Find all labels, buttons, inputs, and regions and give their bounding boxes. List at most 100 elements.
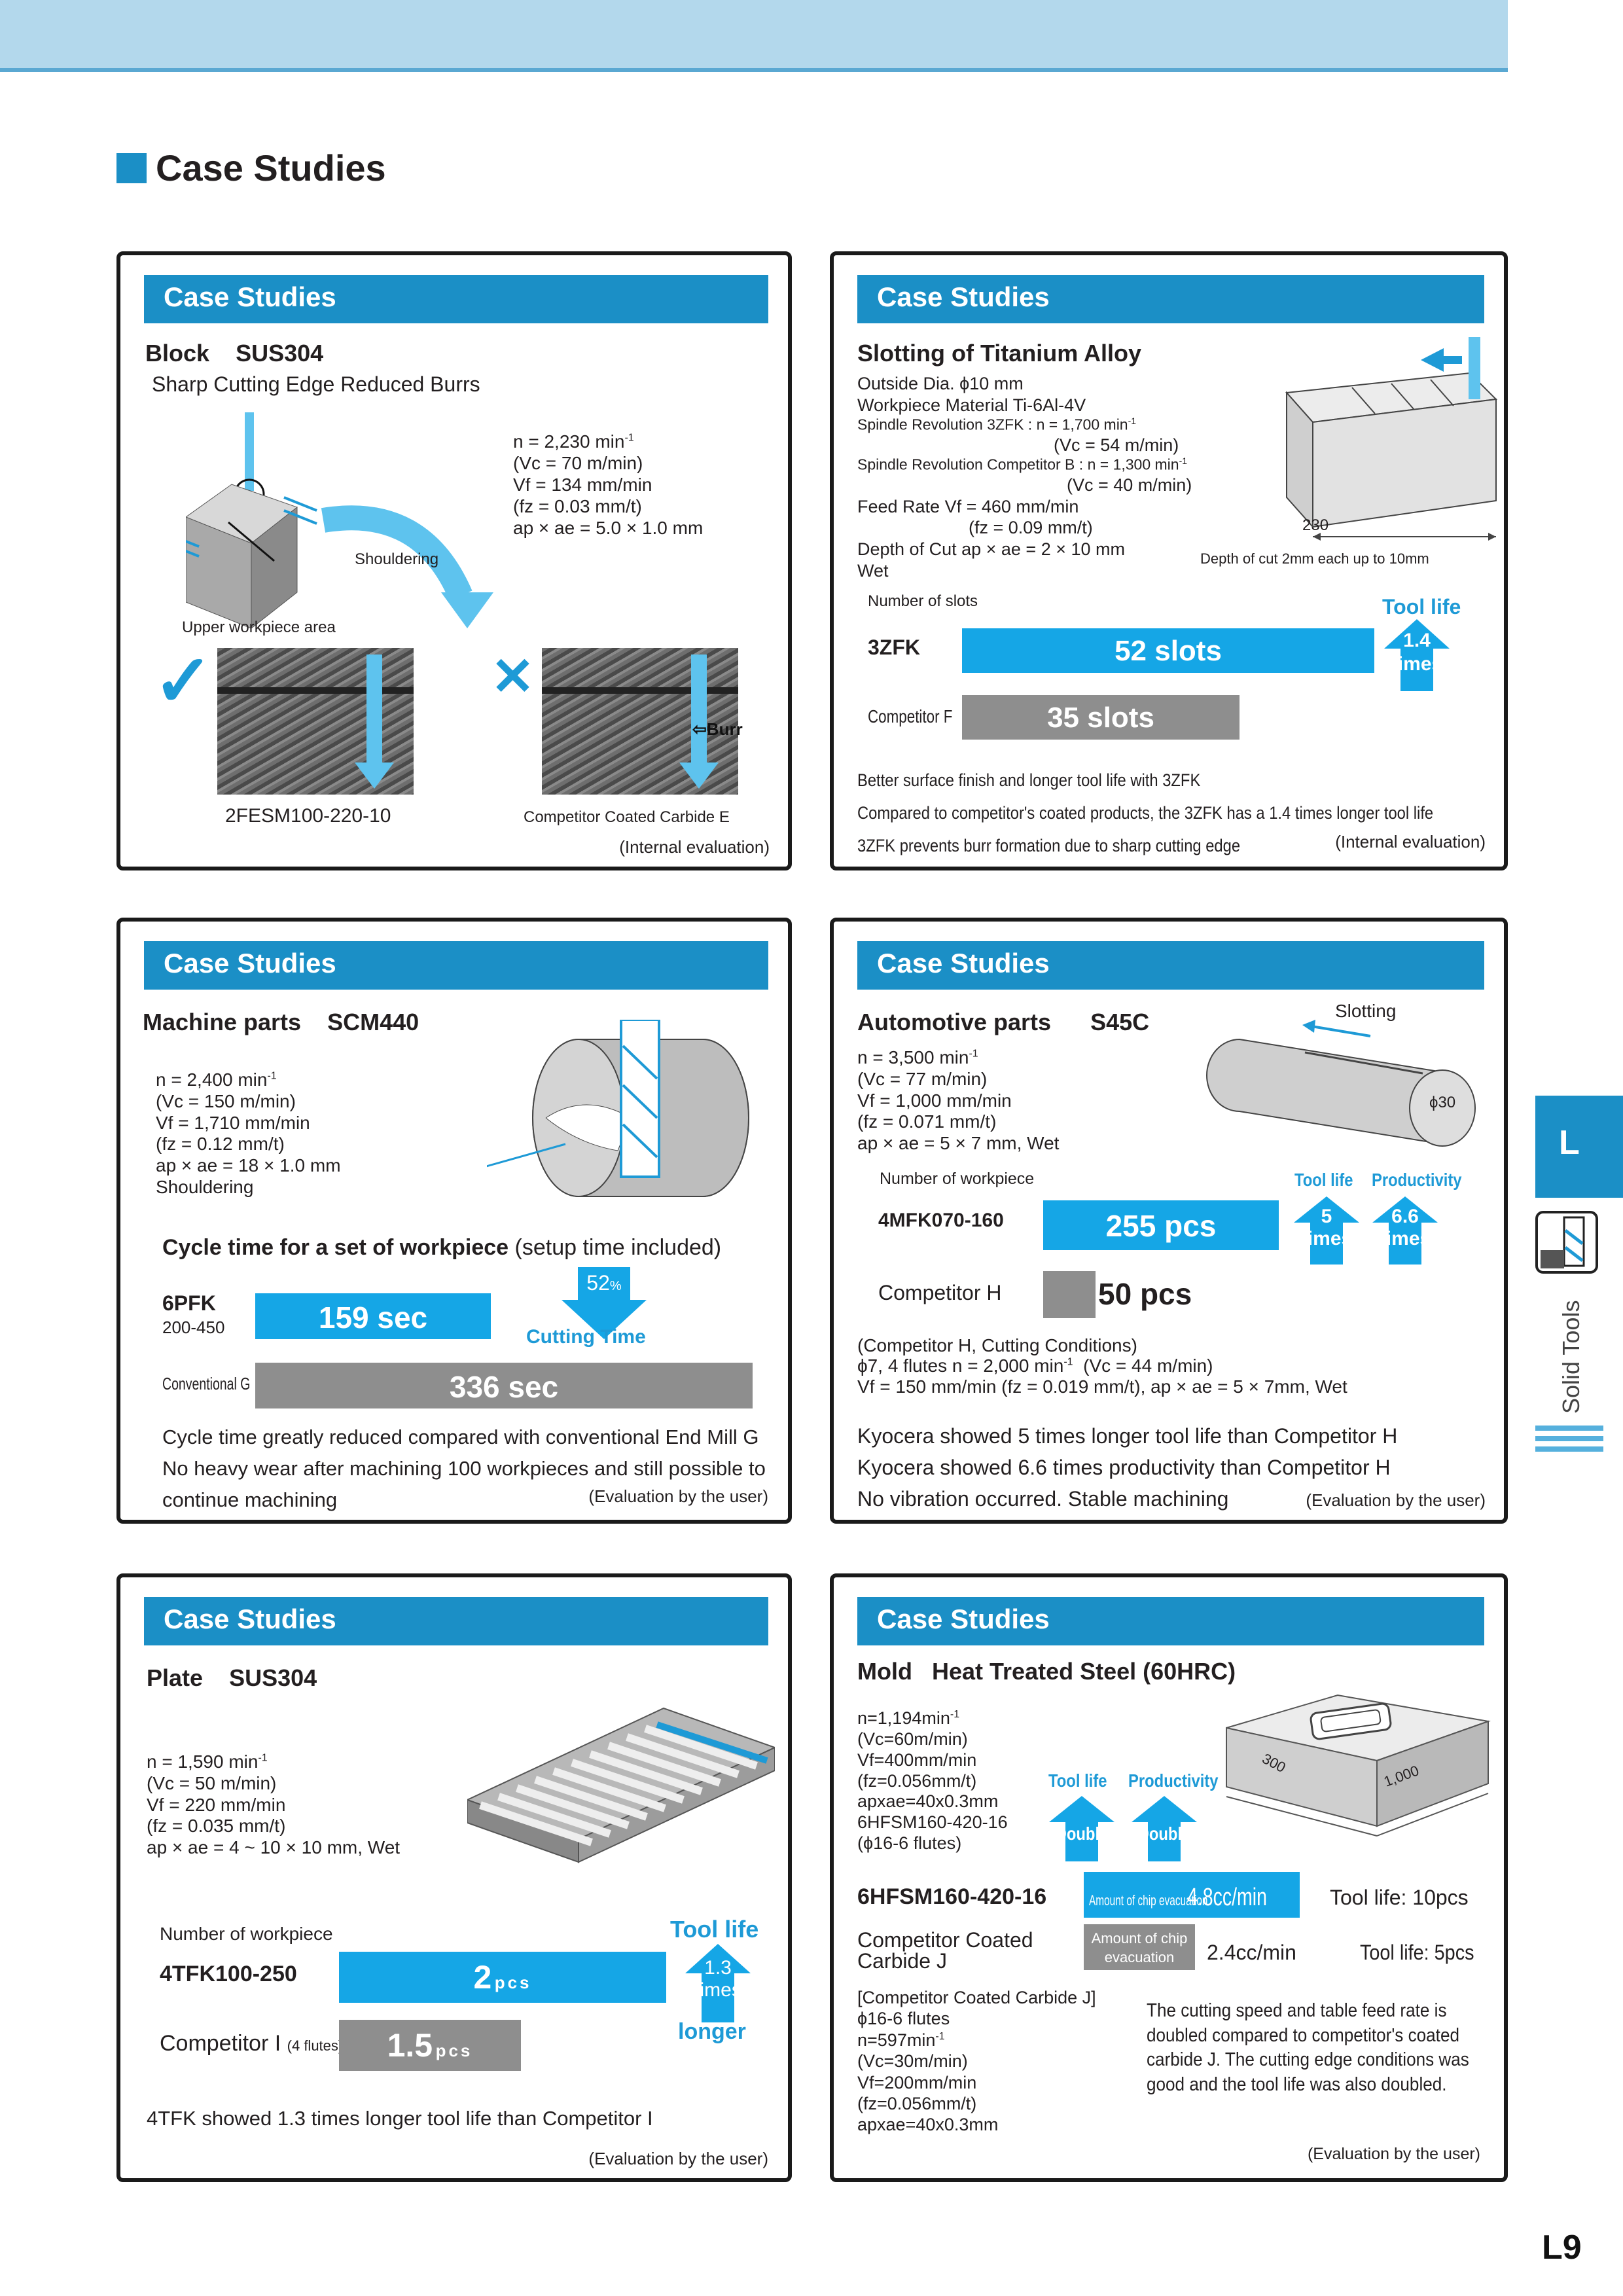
tool-life-suffix: longer — [678, 2019, 746, 2044]
panel-title: Block SUS304 — [145, 340, 324, 367]
cutting-specs: Outside Dia. ϕ10 mm Workpiece Material T… — [857, 374, 1192, 581]
bar-label: Conventional G — [162, 1374, 251, 1393]
cutting-conditions: n=1,194min-1 (Vc=60m/min) Vf=400mm/min (… — [857, 1708, 1008, 1854]
page-number: L9 — [1542, 2229, 1582, 2267]
chart-caption: Number of workpiece — [880, 1170, 1035, 1188]
result-notes: Better surface finish and longer tool li… — [857, 770, 1434, 855]
dimension-230: 230 — [1302, 516, 1329, 534]
tool-life-2: Tool life: 5pcs — [1360, 1941, 1474, 1964]
panel-heading: Case Studies — [144, 275, 768, 323]
tool-life-1: Tool life: 10pcs — [1330, 1886, 1469, 1909]
tool-life-arrow-icon — [1294, 1196, 1359, 1265]
bar-competitor-f: 35 slots — [962, 695, 1240, 740]
surface-photo-burr — [542, 648, 738, 795]
tool-life-arrow-icon — [1384, 619, 1450, 691]
bar-sublabel: 200-450 — [162, 1318, 225, 1337]
reduction-value: 52% — [586, 1271, 622, 1295]
cross-icon: ✕ — [491, 647, 535, 706]
evaluation-note: (Evaluation by the user) — [588, 2149, 768, 2168]
surface-photo-good — [217, 648, 414, 795]
panel-heading: Case Studies — [144, 1597, 768, 1645]
mold-illustration — [1226, 1694, 1491, 1837]
panel-heading: Case Studies — [857, 1597, 1484, 1645]
panel-heading: Case Studies — [857, 941, 1484, 990]
bar-4tfk: 2 pcs — [339, 1952, 666, 2003]
panel-heading: Case Studies — [144, 941, 768, 990]
result-notes: Cycle time greatly reduced compared with… — [162, 1426, 766, 1512]
bar-chip-6hfsm: Amount of chip evacuation4.8cc/min — [1084, 1872, 1300, 1918]
tool-life-label: Tool life — [1294, 1170, 1353, 1190]
bar-label: Competitor F — [868, 706, 953, 726]
tool-bad: Competitor Coated Carbide E — [524, 808, 730, 826]
top-band — [0, 0, 1508, 72]
evaluation-note: (Internal evaluation) — [619, 837, 770, 857]
chart-caption: Number of workpiece — [160, 1924, 333, 1944]
end-mill-icon — [1535, 1211, 1598, 1274]
reduction-arrow-icon — [562, 1267, 647, 1339]
label-slotting: Slotting — [1335, 1001, 1397, 1021]
bar-value-competitor-h: 50 pcs — [1098, 1277, 1192, 1311]
bar-chip-competitor: Amount of chip evacuation — [1084, 1924, 1195, 1970]
title-square-icon — [116, 153, 147, 183]
panel-title: Mold Heat Treated Steel (60HRC) — [857, 1658, 1236, 1685]
side-label: Solid Tools — [1558, 1300, 1584, 1414]
cutting-time-label: Cutting Time — [526, 1326, 646, 1348]
bar-label: 4MFK070-160 — [878, 1210, 1004, 1231]
chart-caption: Number of slots — [868, 592, 978, 610]
cycle-time-title: Cycle time for a set of workpiece (setup… — [162, 1235, 722, 1260]
productivity-label: Productivity — [1372, 1170, 1462, 1190]
cutting-conditions: n = 2,400 min-1 (Vc = 150 m/min) Vf = 1,… — [156, 1069, 341, 1197]
bar-competitor-h — [1043, 1271, 1096, 1318]
case-panel-machine-parts: Case Studies Machine parts SCM440 n = 2,… — [116, 918, 792, 1524]
case-panel-plate: Case Studies Plate SUS304 n = 1,590 min-… — [116, 1573, 792, 2182]
productivity-double: Double — [1137, 1823, 1191, 1844]
cutting-conditions: n = 3,500 min-1 (Vc = 77 m/min) Vf = 1,0… — [857, 1047, 1060, 1153]
panel-title: Plate SUS304 — [147, 1664, 317, 1691]
label-shouldering: Shouldering — [355, 550, 439, 568]
evaluation-note: (Internal evaluation) — [1335, 832, 1486, 852]
panel-heading: Case Studies — [857, 275, 1484, 323]
productivity-arrow-icon — [1132, 1796, 1197, 1861]
panel-title: Slotting of Titanium Alloy — [857, 340, 1141, 367]
bar-label: 6PFK — [162, 1291, 216, 1315]
productivity-arrow-icon — [1372, 1196, 1438, 1265]
bar-conventional-g: 336 sec — [255, 1363, 753, 1408]
summary: 4TFK showed 1.3 times longer tool life t… — [147, 2107, 653, 2130]
case-panel-block: Case Studies Block SUS304 Sharp Cutting … — [116, 251, 792, 870]
tool-life-double: Double — [1055, 1823, 1109, 1844]
shaft-illustration — [1206, 1020, 1476, 1147]
check-icon: ✓ — [153, 641, 214, 721]
tool-life-arrow-icon — [1049, 1796, 1115, 1861]
cutting-conditions: n = 1,590 min-1 (Vc = 50 m/min) Vf = 220… — [147, 1751, 401, 1857]
competitor-conditions: [Competitor Coated Carbide J] ϕ16-6 flut… — [857, 1988, 1096, 2135]
case-panel-titanium: Case Studies Slotting of Titanium Alloy … — [830, 251, 1508, 870]
tool-name: 6HFSM160-420-16 — [857, 1884, 1047, 1909]
result-notes: The cutting speed and table feed rate is… — [1147, 2000, 1469, 2096]
case-panel-mold: Case Studies Mold Heat Treated Steel (60… — [830, 1573, 1508, 2182]
tool-life-arrow-icon — [685, 1944, 751, 2022]
block-illustration — [186, 412, 493, 628]
bar-label: Competitor H — [878, 1281, 1002, 1304]
bar-6pfk: 159 sec — [255, 1293, 491, 1339]
cylinder-illustration — [487, 1020, 749, 1197]
page-title: Case Studies — [156, 147, 386, 188]
evaluation-note: (Evaluation by the user) — [1306, 1490, 1486, 1510]
competitor-conditions: (Competitor H, Cutting Conditions) ϕ7, 4… — [857, 1335, 1347, 1397]
dimension-diameter: ϕ30 — [1429, 1094, 1456, 1111]
depth-note: Depth of cut 2mm each up to 10mm — [1200, 550, 1429, 567]
evaluation-note: (Evaluation by the user) — [1307, 2145, 1480, 2163]
section-tab[interactable]: L — [1535, 1096, 1623, 1198]
bar-label: 4TFK100-250 — [160, 1962, 297, 1986]
plate-illustration — [467, 1707, 775, 1863]
bar-3zfk: 52 slots — [962, 628, 1374, 673]
chip-value-competitor: 2.4cc/min — [1207, 1941, 1296, 1964]
tool-life-label: Tool life — [1382, 595, 1461, 619]
bar-4mfk: 255 pcs — [1043, 1200, 1279, 1250]
bar-competitor-i: 1.5 pcs — [339, 2020, 521, 2071]
result-notes: Kyocera showed 5 times longer tool life … — [857, 1424, 1398, 1511]
